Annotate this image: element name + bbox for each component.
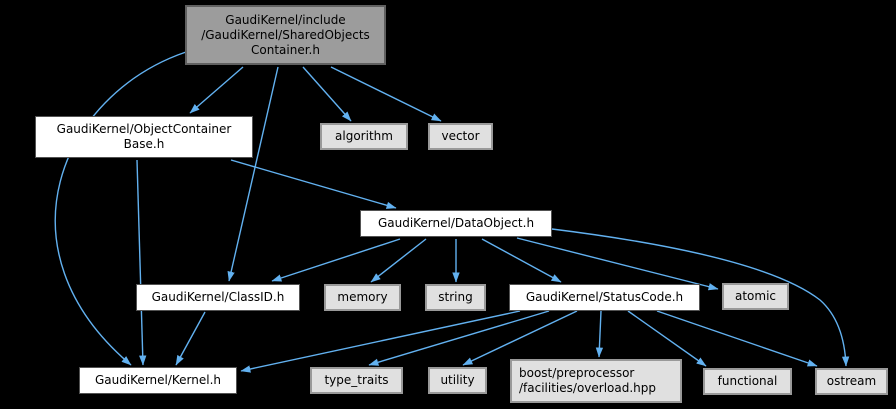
edge-dataobject-memory [370, 238, 427, 283]
edge-sharedobjectscontainer-classid [227, 66, 279, 282]
edge-objectcontainerbase-kernel [136, 159, 147, 366]
edge-statuscode-functional [627, 310, 707, 367]
node-utility: utility [428, 367, 487, 394]
edge-statuscode-ostream [656, 310, 818, 367]
node-algorithm: algorithm [320, 123, 408, 150]
edge-statuscode-utility [462, 310, 578, 366]
edge-sharedobjectscontainer-vector [330, 66, 442, 122]
node-objectcontainerbase[interactable]: GaudiKernel/ObjectContainer Base.h [35, 116, 253, 158]
edge-objectcontainerbase-dataobject [230, 159, 397, 209]
node-kernel[interactable]: GaudiKernel/Kernel.h [79, 367, 237, 394]
edge-dataobject-atomic [516, 237, 719, 291]
node-dataobject[interactable]: GaudiKernel/DataObject.h [360, 210, 552, 237]
node-atomic: atomic [722, 283, 789, 310]
edge-dataobject-classid [271, 238, 401, 282]
node-functional: functional [703, 368, 792, 395]
edge-dataobject-statuscode [481, 238, 562, 283]
node-string: string [425, 284, 486, 311]
edge-classid-kernel [175, 311, 206, 366]
node-sharedobjectscontainer: GaudiKernel/include /GaudiKernel/SharedO… [185, 5, 386, 65]
node-type-traits: type_traits [310, 367, 403, 394]
node-classid[interactable]: GaudiKernel/ClassID.h [136, 284, 300, 311]
node-ostream: ostream [815, 368, 888, 395]
node-boost-overload: boost/preprocessor /facilities/overload.… [510, 359, 682, 403]
node-memory: memory [324, 284, 401, 311]
edge-sharedobjectscontainer-algorithm [302, 66, 352, 122]
edge-statuscode-boost-overload [595, 310, 604, 358]
edge-statuscode-kernel [240, 310, 521, 373]
edge-dataobject-ostream [551, 228, 850, 367]
node-statuscode[interactable]: GaudiKernel/StatusCode.h [509, 284, 700, 311]
edge-statuscode-type-traits [368, 310, 550, 366]
edge-sharedobjectscontainer-objectcontainerbase [189, 66, 244, 114]
edge-sharedobjectscontainer-kernel [54, 51, 187, 366]
node-vector: vector [428, 123, 493, 150]
